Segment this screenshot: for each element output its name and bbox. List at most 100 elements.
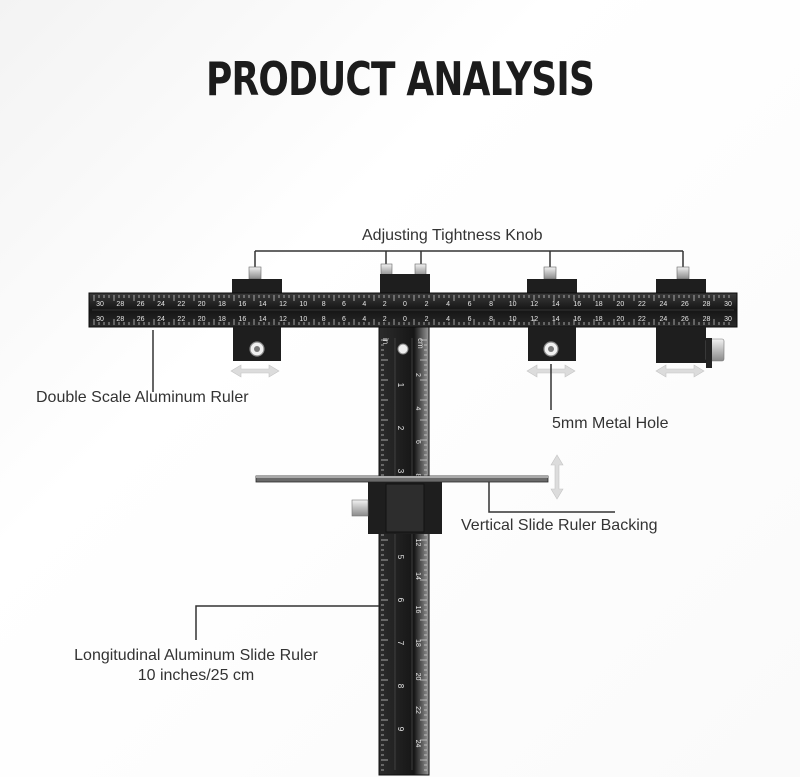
ruler-number: 12: [530, 301, 538, 308]
ruler-number: 26: [137, 301, 145, 308]
vertical-arrow-icon: [550, 454, 564, 500]
ruler-number: 18: [595, 301, 603, 308]
ruler-number: 16: [573, 301, 581, 308]
ruler-number: 12: [279, 316, 287, 323]
ruler-number: 18: [218, 301, 226, 308]
longitudinal-label: Longitudinal Aluminum Slide Ruler 10 inc…: [56, 646, 336, 686]
ruler-number: 6: [468, 301, 472, 308]
page-title: PRODUCT ANALYSIS: [205, 52, 595, 106]
metal-hole-label: 5mm Metal Hole: [552, 415, 669, 432]
ruler-number: 4: [414, 407, 421, 411]
ruler-number: 4: [446, 301, 450, 308]
ruler-number: 22: [638, 301, 646, 308]
bracket-block: [656, 327, 706, 363]
ruler-number: 10: [299, 301, 307, 308]
ruler-number: 28: [116, 301, 124, 308]
ruler-number: 20: [198, 301, 206, 308]
inch-unit-label: in: [381, 338, 390, 344]
ruler-number: 26: [681, 316, 689, 323]
ruler-number: 2: [383, 301, 387, 308]
horizontal-ruler-numbers: 3030282826262424222220201818161614141212…: [96, 301, 732, 323]
ruler-number: 28: [703, 301, 711, 308]
slide-ruler-backing: [255, 475, 549, 534]
ruler-number: 24: [660, 316, 668, 323]
ruler-number: 20: [616, 316, 624, 323]
ruler-number: 16: [238, 316, 246, 323]
double-arrow-icon: [230, 364, 280, 378]
ruler-number: 14: [259, 316, 267, 323]
ruler-number: 18: [218, 316, 226, 323]
ruler-number: 16: [414, 606, 421, 614]
ruler-number: 4: [362, 316, 366, 323]
ruler-number: 4: [362, 301, 366, 308]
tightness-knobs: [248, 263, 690, 280]
ruler-number: 8: [396, 684, 405, 689]
double-scale-label: Double Scale Aluminum Ruler: [36, 389, 249, 406]
ruler-number: 8: [489, 316, 493, 323]
ruler-number: 8: [322, 316, 326, 323]
ruler-number: 18: [595, 316, 603, 323]
ruler-number: 26: [137, 316, 145, 323]
ruler-number: 24: [157, 316, 165, 323]
ruler-number: 16: [238, 301, 246, 308]
ruler-number: 2: [414, 373, 421, 377]
ruler-number: 22: [414, 706, 421, 714]
ruler-number: 10: [509, 301, 517, 308]
ruler-number: 30: [724, 301, 732, 308]
horizontal-ruler-ticks: [93, 295, 730, 325]
slide-backing-label: Vertical Slide Ruler Backing: [461, 517, 658, 534]
ruler-number: 18: [414, 639, 421, 647]
ruler-number: 8: [414, 474, 421, 478]
ruler-number: 0: [403, 316, 407, 323]
ruler-number: 14: [552, 301, 560, 308]
ruler-number: 6: [468, 316, 472, 323]
ruler-number: 28: [116, 316, 124, 323]
ruler-number: 24: [660, 301, 668, 308]
knob-icon: [676, 266, 690, 280]
ruler-number: 12: [530, 316, 538, 323]
ruler-number: 10: [299, 316, 307, 323]
longitudinal-label-line2: 10 inches/25 cm: [137, 667, 255, 684]
ruler-number: 4: [446, 316, 450, 323]
ruler-number: 8: [322, 301, 326, 308]
ruler-number: 10: [509, 316, 517, 323]
ruler-number: 0: [403, 301, 407, 308]
ruler-number: 22: [638, 316, 646, 323]
clamp-block: [232, 279, 282, 294]
ruler-number: 1: [396, 383, 405, 388]
ruler-number: 22: [177, 316, 185, 323]
cm-unit-label: cm: [416, 338, 425, 349]
clamp-block: [380, 274, 430, 294]
ruler-number: 2: [425, 316, 429, 323]
ruler-number: 20: [198, 316, 206, 323]
ruler-number: 9: [396, 727, 405, 732]
ruler-number: 7: [396, 641, 405, 646]
ruler-number: 30: [96, 316, 104, 323]
ruler-number: 14: [552, 316, 560, 323]
ruler-number: 14: [259, 301, 267, 308]
ruler-number: 2: [425, 301, 429, 308]
metal-hole-icon: [397, 343, 409, 355]
ruler-number: 22: [177, 301, 185, 308]
ruler-number: 30: [96, 301, 104, 308]
lower-brackets: [233, 327, 725, 368]
ruler-number: 26: [681, 301, 689, 308]
ruler-number: 24: [414, 740, 421, 748]
ruler-number: 24: [157, 301, 165, 308]
knob-icon: [248, 266, 262, 280]
knob-callout-lines: [254, 250, 684, 270]
ruler-number: 6: [342, 316, 346, 323]
ruler-number: 20: [414, 673, 421, 681]
screw-icon: [351, 499, 369, 517]
ruler-number: 14: [414, 572, 421, 580]
ruler-number: 3: [396, 469, 405, 474]
ruler-number: 20: [616, 301, 624, 308]
ruler-number: 2: [383, 316, 387, 323]
ruler-number: 6: [414, 440, 421, 444]
ruler-number: 8: [489, 301, 493, 308]
knob-icon: [543, 266, 557, 280]
ruler-number: 30: [724, 316, 732, 323]
knob-label: Adjusting Tightness Knob: [362, 227, 543, 244]
top-clamps: [232, 274, 706, 294]
